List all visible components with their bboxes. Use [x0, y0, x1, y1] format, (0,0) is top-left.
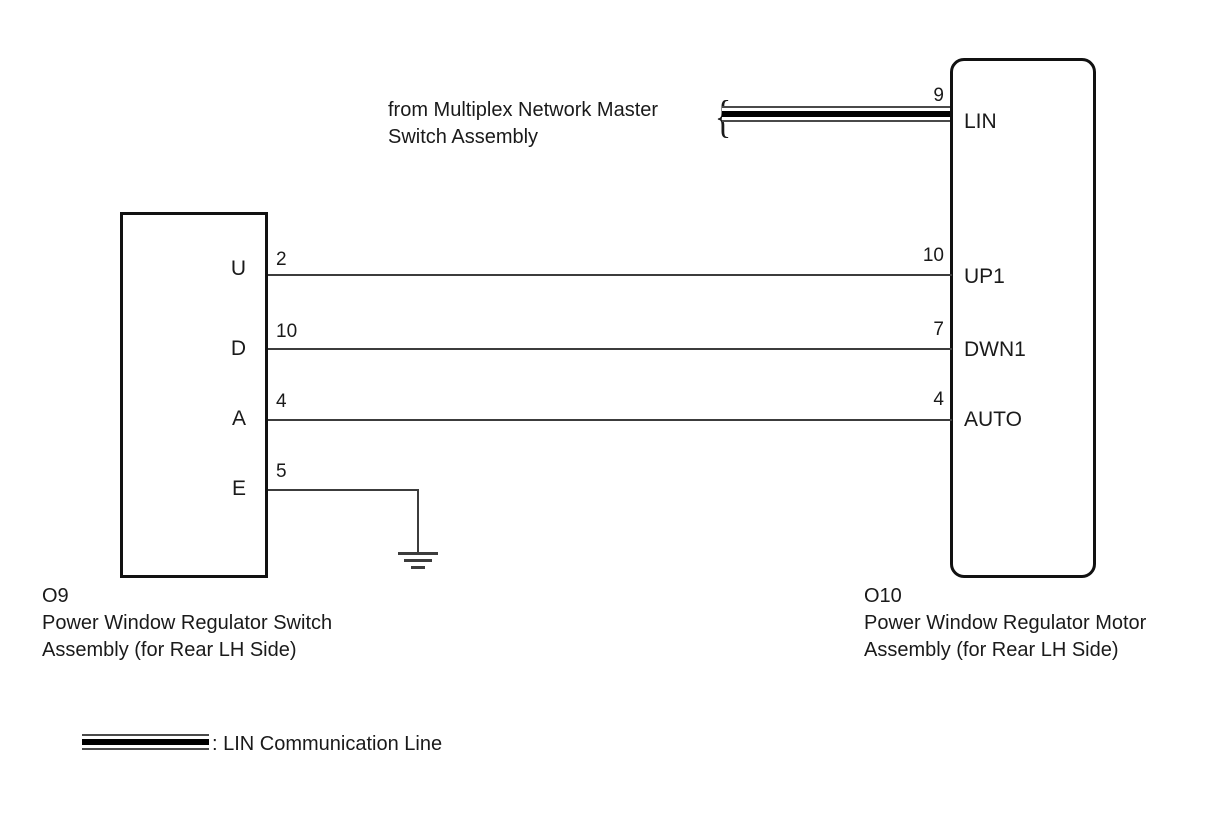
wire-number-up1-10: 10 — [922, 245, 944, 266]
ground-icon-bar-1 — [398, 552, 438, 555]
wire-u-to-up1 — [268, 274, 952, 276]
connector-box-o9[interactable] — [120, 212, 268, 578]
wire-d-to-dwn1 — [268, 348, 952, 350]
wire-number-auto-4: 4 — [933, 389, 944, 410]
wire-number-a-4: 4 — [276, 391, 287, 412]
pin-label-e: E — [231, 477, 246, 500]
ground-icon-bar-3 — [411, 566, 425, 569]
wire-a-to-auto — [268, 419, 952, 421]
connector-o10-name-line1: Power Window Regulator Motor — [864, 612, 1147, 634]
source-note-line2: Switch Assembly — [388, 126, 539, 148]
pin-label-dwn1: DWN1 — [964, 338, 1026, 361]
legend-label: : LIN Communication Line — [212, 733, 443, 755]
wire-number-dwn1-7: 7 — [933, 319, 944, 340]
wire-number-lin-9: 9 — [933, 85, 944, 106]
ground-icon-bar-2 — [404, 559, 432, 562]
connector-o10-name-line2: Assembly (for Rear LH Side) — [864, 639, 1119, 661]
wire-number-e-5: 5 — [276, 461, 287, 482]
pin-label-a: A — [231, 407, 246, 430]
wire-number-u-2: 2 — [276, 249, 287, 270]
wire-e-to-ground-horizontal — [268, 489, 419, 491]
pin-label-u: U — [230, 257, 246, 280]
connector-o9-name-line1: Power Window Regulator Switch — [42, 612, 333, 634]
pin-label-lin: LIN — [964, 110, 997, 133]
pin-label-up1: UP1 — [964, 265, 1005, 288]
source-note-line1: from Multiplex Network Master — [388, 99, 659, 121]
wire-number-d-10: 10 — [276, 321, 298, 342]
connector-o10-code: O10 — [864, 585, 902, 607]
lin-communication-wire — [722, 106, 954, 122]
connector-o9-code: O9 — [42, 585, 69, 607]
pin-label-d: D — [230, 337, 246, 360]
wire-e-to-ground-vertical — [417, 489, 419, 553]
pin-label-auto: AUTO — [964, 408, 1022, 431]
connector-box-o10[interactable] — [950, 58, 1096, 578]
connector-o9-name-line2: Assembly (for Rear LH Side) — [42, 639, 297, 661]
legend-lin-line-symbol — [82, 734, 209, 750]
